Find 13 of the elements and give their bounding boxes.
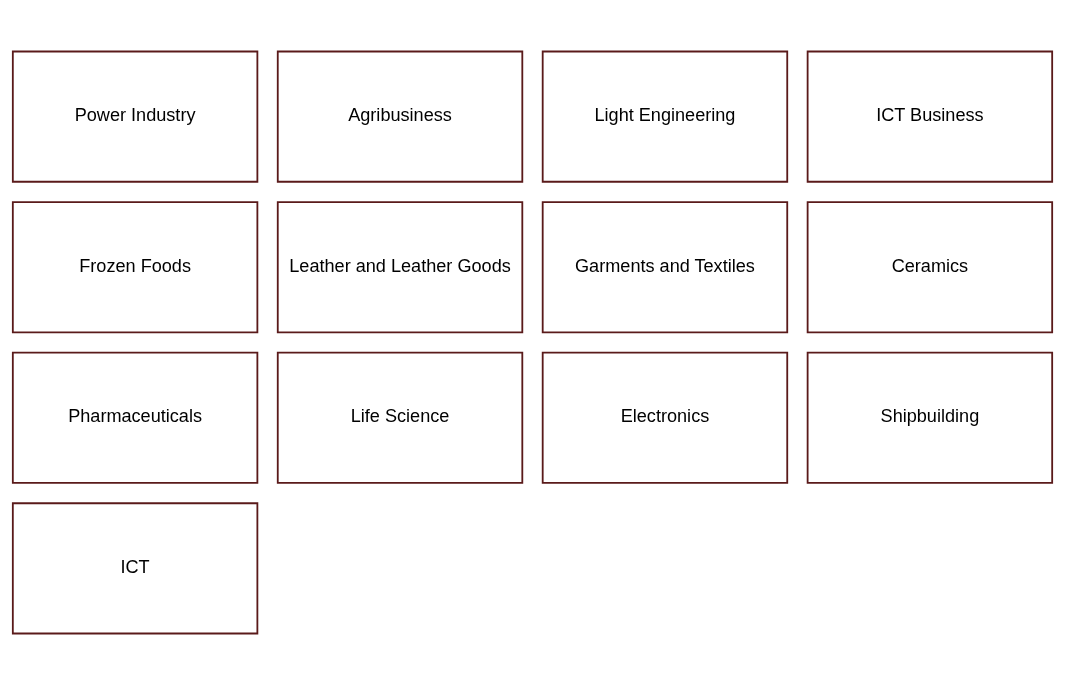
node-box: Light Engineering [541,50,789,183]
node-box: Shipbuilding [806,351,1054,484]
node-box: Leather and Leather Goods [276,200,524,333]
node-box: ICT [11,501,259,634]
node-box: Agribusiness [276,50,524,183]
node-box: Ceramics [806,200,1054,333]
node-box: Pharmaceuticals [11,351,259,484]
node-box: Garments and Textiles [541,200,789,333]
node-box: Power Industry [11,50,259,183]
node-box: Electronics [541,351,789,484]
node-box: Frozen Foods [11,200,259,333]
node-box: Life Science [276,351,524,484]
node-box: ICT Business [806,50,1054,183]
